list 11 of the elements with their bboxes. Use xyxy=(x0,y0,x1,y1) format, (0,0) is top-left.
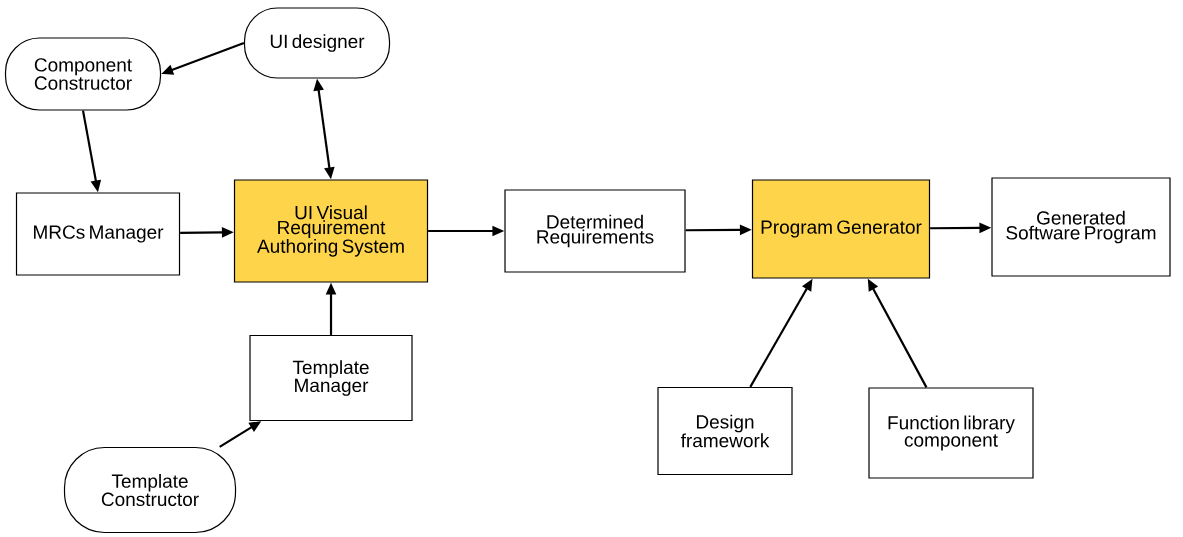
process-box: Generated Software Program xyxy=(991,177,1171,277)
terminal-node: UI designer xyxy=(243,7,391,79)
process-box: Design framework xyxy=(657,386,793,476)
terminal-node: Component Constructor xyxy=(4,37,162,111)
process-box: Template Manager xyxy=(249,334,413,422)
terminal-node: Template Constructor xyxy=(63,446,237,534)
highlighted-box: UI Visual Requirement Authoring System xyxy=(233,179,429,283)
process-box: MRCs Manager xyxy=(15,192,181,276)
highlighted-box: Program Generator xyxy=(751,179,931,279)
process-box: Function library component xyxy=(868,387,1034,479)
process-box: Determined Requirements xyxy=(504,189,686,273)
